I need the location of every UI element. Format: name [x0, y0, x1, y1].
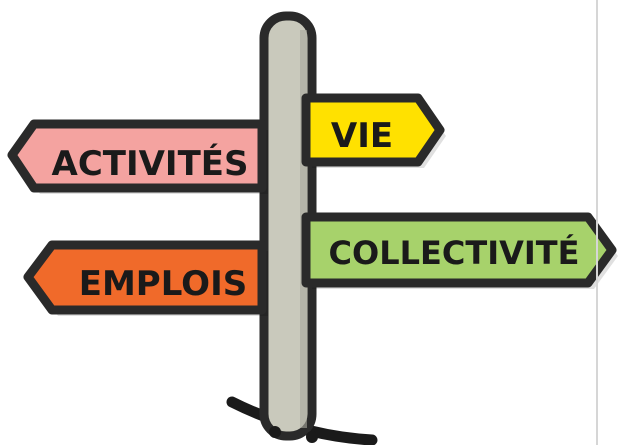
- sign-vie: VIE: [301, 93, 446, 168]
- sign-collectivite-label: COLLECTIVITÉ: [329, 234, 580, 272]
- ground-dot-left: [269, 426, 281, 438]
- ground-dot-right: [306, 431, 318, 443]
- sign-vie-label: VIE: [331, 116, 393, 156]
- page-divider: [596, 0, 598, 445]
- sign-vie-board: [301, 93, 445, 167]
- sign-emplois: EMPLOIS: [23, 240, 268, 316]
- sign-emplois-label: EMPLOIS: [79, 264, 247, 304]
- sign-collectivite: COLLECTIVITÉ: [301, 212, 618, 289]
- sign-emplois-board: [23, 240, 267, 315]
- sign-activites-label: ACTIVITÉS: [52, 143, 249, 184]
- sign-activites: ACTIVITÉS: [7, 119, 268, 194]
- sign-activites-board: [7, 119, 267, 193]
- sign-collectivite-board: [301, 212, 617, 288]
